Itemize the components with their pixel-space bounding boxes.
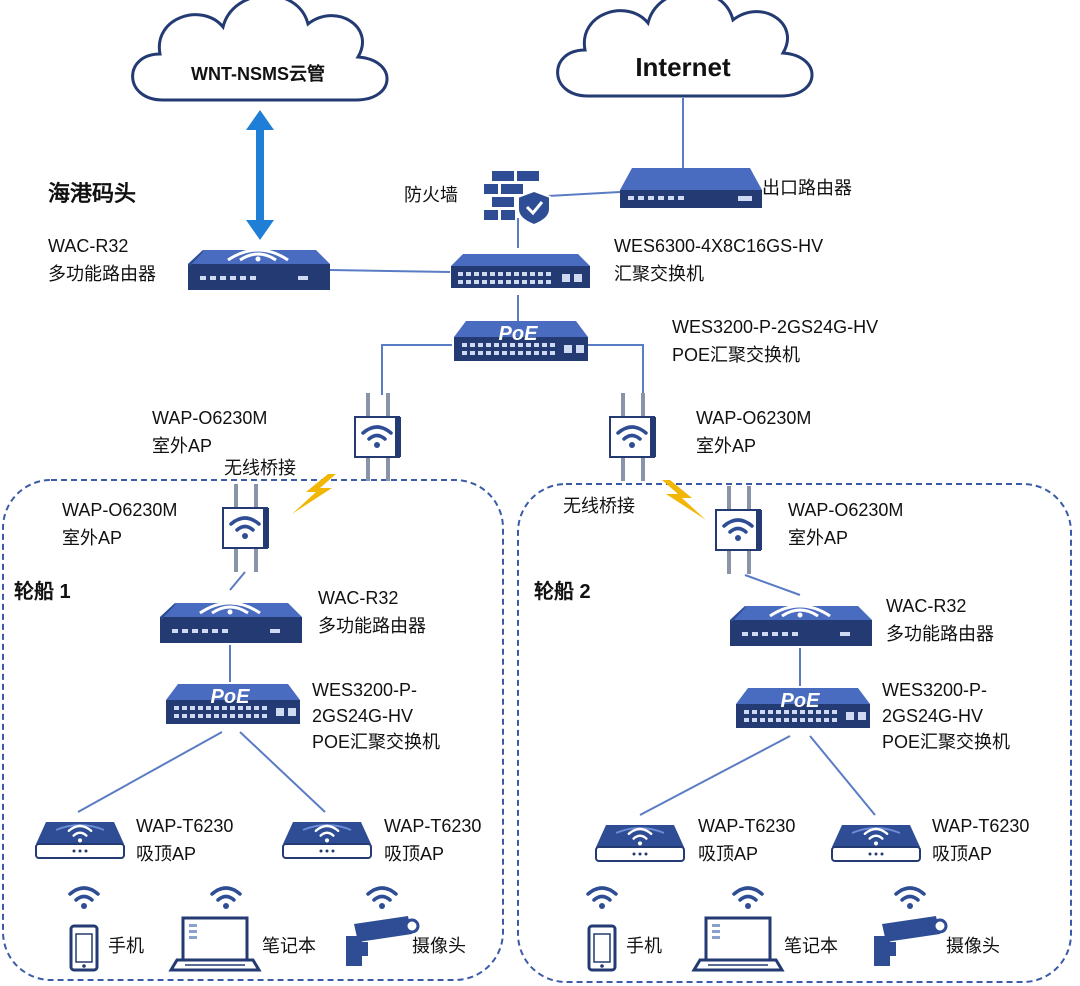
link-poe-ap-left — [381, 344, 452, 395]
port-router-icon — [186, 248, 332, 292]
ship2-phone-icon — [587, 924, 617, 972]
ship1-laptop-label: 笔记本 — [262, 936, 316, 956]
ship1-ceiling-ap2-desc: 吸顶AP — [384, 844, 444, 864]
ship1-camera-wifi-icon — [366, 886, 398, 911]
port-router-model: WAC-R32 — [48, 236, 128, 256]
ship2-ceiling-ap1-desc: 吸顶AP — [698, 844, 758, 864]
link-ship2-poe-ap2 — [809, 735, 876, 816]
link-ship1-poe-ap2 — [239, 731, 326, 813]
ship2-ceiling-ap2-model: WAP-T6230 — [932, 816, 1029, 836]
ship1-poe-switch-line3: POE汇聚交换机 — [312, 732, 440, 752]
ship2-outdoor-ap-model: WAP-O6230M — [788, 500, 903, 520]
cloud-wnt-nsms-label: WNT-NSMS云管 — [191, 63, 325, 84]
ship1-outdoor-ap-desc: 室外AP — [62, 528, 122, 548]
port-poe-text: PoE — [499, 323, 539, 345]
port-router-desc: 多功能路由器 — [48, 264, 156, 284]
bridge-label-2: 无线桥接 — [563, 496, 635, 516]
ship1-ceiling-ap1-desc: 吸顶AP — [136, 844, 196, 864]
ship1-poe-text: PoE — [211, 686, 251, 708]
ship2-ceiling-ap2-desc: 吸顶AP — [932, 844, 992, 864]
firewall-label: 防火墙 — [404, 185, 458, 205]
ship1-ceiling-ap1-icon — [36, 822, 124, 858]
link-poe-ap-right — [582, 344, 644, 395]
port-outdoor-ap-right-model: WAP-O6230M — [696, 408, 811, 428]
bridge-label-1: 无线桥接 — [224, 458, 296, 478]
ship1-phone-icon — [69, 924, 99, 972]
ship1-outdoor-ap-model: WAP-O6230M — [62, 500, 177, 520]
ship1-laptop-icon — [169, 916, 261, 972]
ship1-phone-wifi-icon — [68, 886, 100, 911]
link-ship2-ap-router — [744, 574, 801, 596]
ship2-phone-wifi-icon — [586, 886, 618, 911]
ship2-poe-switch-line3: POE汇聚交换机 — [882, 732, 1010, 752]
link-ship1-ap-router — [229, 571, 246, 591]
core-switch-model: WES6300-4X8C16GS-HV — [614, 236, 823, 256]
link-exit-firewall — [547, 191, 621, 197]
ship2-ceiling-ap1-model: WAP-T6230 — [698, 816, 795, 836]
exit-router-icon — [620, 168, 762, 208]
link-ship2-poe-ap1 — [639, 735, 791, 816]
ship2-camera-label: 摄像头 — [946, 936, 1000, 956]
ship2-poe-switch-line1: WES3200-P- — [882, 680, 987, 700]
exit-router-label: 出口路由器 — [762, 178, 852, 198]
ship2-camera-icon — [872, 914, 948, 968]
cloud-wnt-nsms — [131, 0, 389, 102]
firewall-icon — [482, 169, 552, 227]
port-outdoor-ap-right-desc: 室外AP — [696, 436, 756, 456]
links — [77, 98, 876, 816]
ship1-camera-label: 摄像头 — [412, 936, 466, 956]
ship1-ceiling-ap2-model: WAP-T6230 — [384, 816, 481, 836]
port-poe-switch-desc: POE汇聚交换机 — [672, 345, 800, 365]
ship2-laptop-wifi-icon — [732, 886, 764, 911]
ship-2-boundary — [517, 483, 1072, 983]
ship2-router-icon — [728, 604, 874, 648]
ship2-outdoor-ap-desc: 室外AP — [788, 528, 848, 548]
ship1-router-model: WAC-R32 — [318, 588, 398, 608]
link-ship1-poe-ap1 — [77, 731, 223, 813]
port-poe-switch-model: WES3200-P-2GS24G-HV — [672, 317, 878, 337]
ship2-outdoor-ap-icon — [716, 486, 762, 574]
ship2-poe-text: PoE — [781, 690, 821, 712]
ship1-ceiling-ap2-icon — [283, 822, 371, 858]
ship1-title: 轮船 1 — [14, 579, 71, 603]
ship1-router-icon — [158, 601, 304, 645]
double-arrow — [246, 110, 274, 240]
cloud-internet-label: Internet — [635, 52, 731, 82]
ship2-phone-label: 手机 — [626, 936, 662, 956]
ship1-outdoor-ap-icon — [223, 484, 269, 572]
core-switch-desc: 汇聚交换机 — [614, 264, 704, 284]
ship2-router-desc: 多功能路由器 — [886, 624, 994, 644]
bolt-icon-2 — [662, 480, 706, 520]
ship2-router-model: WAC-R32 — [886, 596, 966, 616]
ship2-ceiling-ap1-icon — [596, 825, 684, 861]
ship1-camera-icon — [344, 914, 420, 968]
ship2-poe-switch-line2: 2GS24G-HV — [882, 706, 983, 726]
ship2-laptop-label: 笔记本 — [784, 936, 838, 956]
link-router-core — [329, 269, 451, 273]
ship1-phone-label: 手机 — [108, 936, 144, 956]
ship2-laptop-icon — [692, 916, 784, 972]
ship1-ceiling-ap1-model: WAP-T6230 — [136, 816, 233, 836]
ship1-laptop-wifi-icon — [210, 886, 242, 911]
ship1-poe-switch-line2: 2GS24G-HV — [312, 706, 413, 726]
ship-1-boundary — [2, 479, 504, 981]
core-switch-icon — [451, 254, 590, 288]
ship2-ceiling-ap2-icon — [832, 825, 920, 861]
ship2-camera-wifi-icon — [894, 886, 926, 911]
port-outdoor-ap-left-model: WAP-O6230M — [152, 408, 267, 428]
port-outdoor-ap-left-desc: 室外AP — [152, 436, 212, 456]
port-outdoor-ap-left-icon — [355, 393, 401, 481]
ship2-title: 轮船 2 — [534, 579, 591, 603]
ship1-router-desc: 多功能路由器 — [318, 616, 426, 636]
port-outdoor-ap-right-icon — [610, 393, 656, 481]
port-title: 海港码头 — [48, 181, 136, 206]
ship1-poe-switch-line1: WES3200-P- — [312, 680, 417, 700]
